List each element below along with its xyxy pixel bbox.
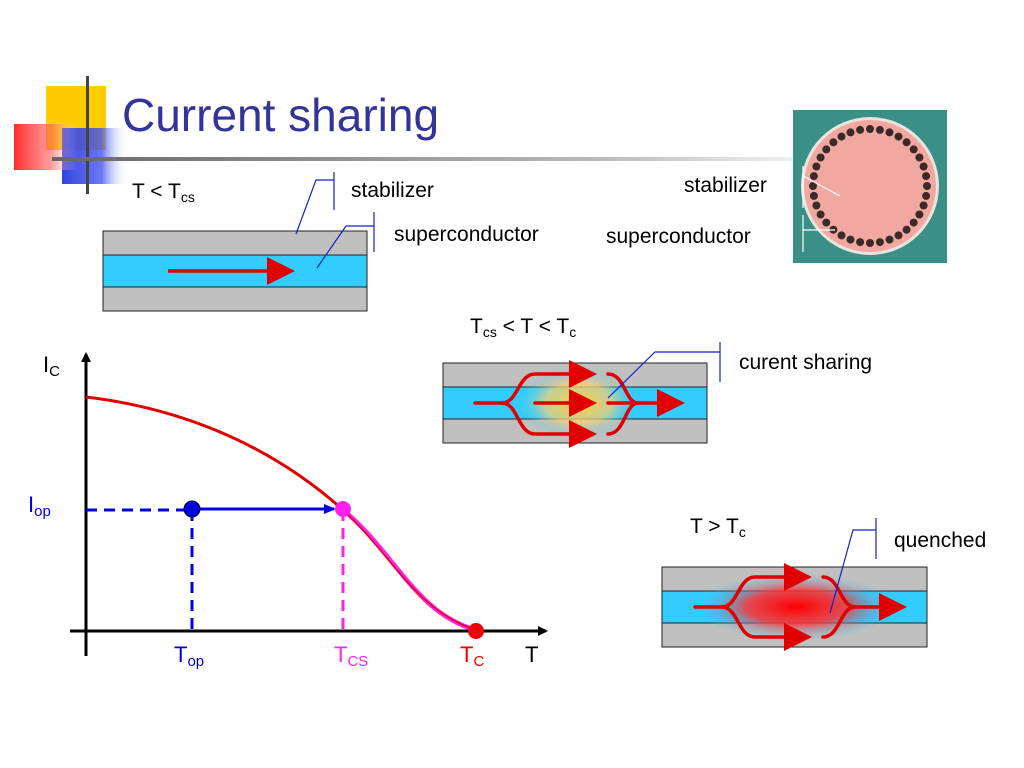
filament-dot bbox=[885, 128, 894, 137]
sharing-condition: Tcs < T < Tc bbox=[470, 315, 577, 340]
filament-dot bbox=[915, 153, 924, 162]
filament-dot bbox=[923, 182, 931, 190]
filament-dot bbox=[837, 132, 846, 141]
filament-dot bbox=[846, 128, 855, 137]
deco-red-square bbox=[14, 124, 78, 170]
filament-dot bbox=[816, 153, 825, 162]
filament-dot bbox=[856, 238, 865, 247]
filament-dot bbox=[894, 132, 903, 141]
critical-curve-tail bbox=[341, 508, 477, 631]
conductor-normal-state bbox=[102, 172, 375, 312]
photo-superconductor-label: superconductor bbox=[606, 225, 751, 248]
filament-dot bbox=[922, 172, 931, 181]
conductor-quenched-state bbox=[661, 518, 928, 651]
filament-dot bbox=[919, 162, 928, 171]
sharing-curve bbox=[340, 507, 477, 633]
operating-point bbox=[183, 500, 201, 518]
stabilizer-bottom bbox=[102, 286, 368, 312]
superconductor-label: superconductor bbox=[394, 223, 539, 246]
filament-dot bbox=[812, 162, 821, 171]
photo-stabilizer-label: stabilizer bbox=[684, 174, 767, 197]
current-sharing-label: curent sharing bbox=[739, 351, 873, 374]
conductor-cross-section-photo bbox=[793, 110, 947, 263]
filament-dot bbox=[816, 210, 825, 219]
filament-dot bbox=[866, 125, 874, 133]
filament-dot bbox=[902, 225, 911, 234]
iop-label: Iop bbox=[28, 492, 51, 520]
slide-title: Current sharing bbox=[122, 89, 440, 141]
filament-dot bbox=[809, 172, 818, 181]
filament-dot bbox=[829, 138, 838, 147]
tc-label: TC bbox=[460, 642, 485, 670]
conductor-sharing-state bbox=[442, 342, 721, 448]
quench-condition: T > Tc bbox=[690, 515, 746, 540]
filament-dot bbox=[837, 231, 846, 240]
stabilizer-top bbox=[102, 230, 368, 256]
filament-dot bbox=[866, 239, 874, 247]
filament-dot bbox=[809, 191, 818, 200]
filament-dot bbox=[894, 231, 903, 240]
filament-dot bbox=[812, 201, 821, 210]
tcs-label: TCS bbox=[334, 642, 369, 670]
filament-dot bbox=[909, 145, 918, 154]
filament-dot bbox=[922, 191, 931, 200]
sharing-point bbox=[335, 501, 351, 517]
filament-dot bbox=[875, 238, 884, 247]
filament-dot bbox=[902, 138, 911, 147]
stabilizer-leader bbox=[295, 179, 334, 235]
critical-current-graph bbox=[70, 352, 548, 656]
filament-dot bbox=[915, 210, 924, 219]
photo-leader-lines bbox=[802, 166, 841, 252]
critical-curve bbox=[85, 395, 343, 511]
quench-leader bbox=[829, 529, 876, 614]
low-temp-condition: T < Tcs bbox=[132, 180, 195, 205]
title-decoration bbox=[14, 76, 842, 194]
filament-dot bbox=[846, 235, 855, 244]
hot-zone bbox=[696, 573, 896, 641]
filament-dot bbox=[856, 125, 865, 134]
filament-dot bbox=[909, 218, 918, 227]
sharing-leader bbox=[607, 351, 720, 399]
filament-dot bbox=[822, 218, 831, 227]
filament-dot bbox=[885, 235, 894, 244]
deco-vertical-rule bbox=[86, 76, 89, 194]
filament-dot bbox=[822, 145, 831, 154]
stabilizer-label: stabilizer bbox=[351, 179, 434, 202]
quenched-label: quenched bbox=[894, 529, 987, 552]
x-axis-label: T bbox=[525, 642, 539, 667]
deco-horizontal-rule bbox=[52, 157, 842, 161]
filament-dot bbox=[919, 201, 928, 210]
superconductor-leader bbox=[316, 225, 374, 269]
top-label: Top bbox=[174, 642, 205, 670]
critical-point bbox=[468, 623, 484, 639]
filament-dot bbox=[875, 125, 884, 134]
y-axis-label: IC bbox=[43, 352, 60, 380]
filament-dot bbox=[809, 182, 817, 190]
